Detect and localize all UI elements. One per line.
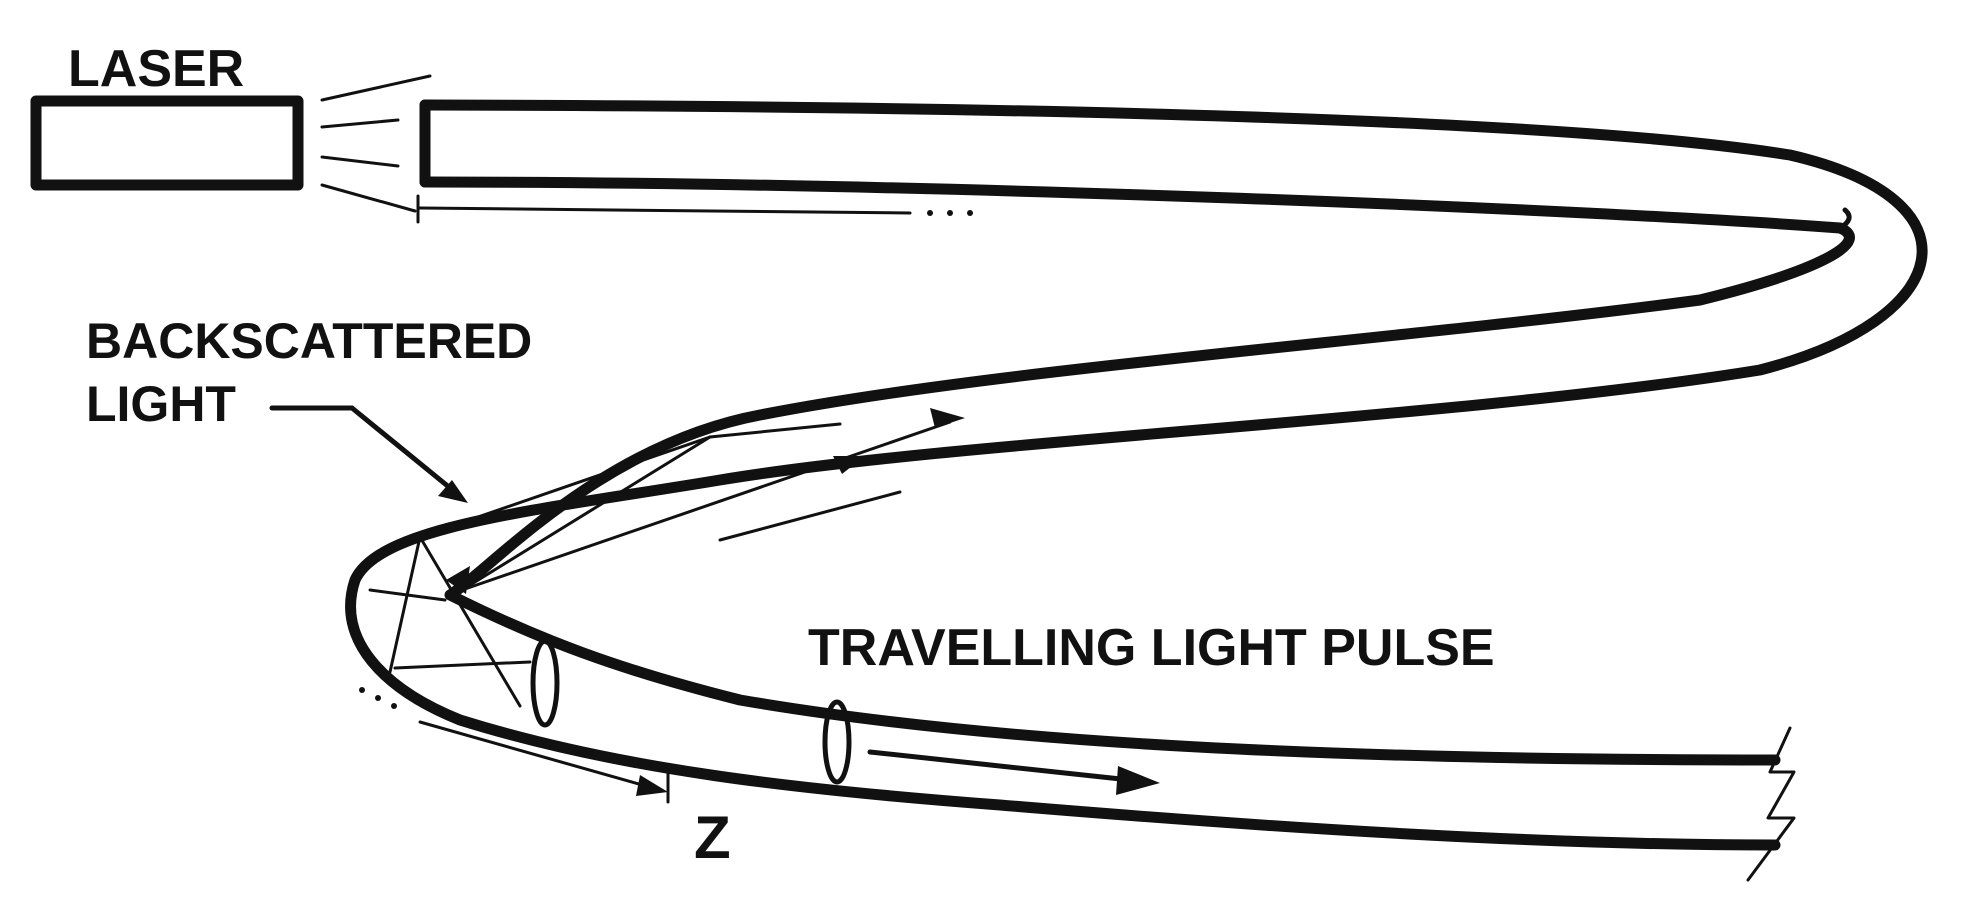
z-axis-arrow [359, 687, 670, 804]
fiber-inner-wall [419, 176, 1855, 766]
fiber-outer-wall [345, 99, 1928, 851]
ray-arrowhead-middle [833, 456, 865, 474]
backscatter-label-pointer [269, 405, 468, 503]
ray-arrowhead-upper [930, 408, 965, 428]
travelling-pulse-label: TRAVELLING LIGHT PULSE [808, 619, 1495, 677]
fiber-break-mark [1746, 726, 1796, 882]
light-ray-paths [368, 420, 952, 708]
ray-arrowhead-bend [446, 566, 470, 594]
z-axis-label: Z [694, 804, 731, 871]
laser-box [30, 95, 304, 191]
pulse-cross-section-far [822, 699, 852, 785]
optical-fiber [345, 99, 1928, 851]
pulse-cross-section-near [530, 638, 560, 728]
laser-label: LASER [68, 40, 244, 98]
pulse-direction-arrow [867, 749, 1160, 795]
backscattered-label-line2: LIGHT [86, 376, 236, 432]
fiber-inner-bend-cap [1837, 207, 1852, 231]
backscatter-return-arrow [416, 194, 973, 224]
laser-emission-rays [320, 74, 432, 213]
backscattered-label-line1: BACKSCATTERED [86, 313, 532, 369]
